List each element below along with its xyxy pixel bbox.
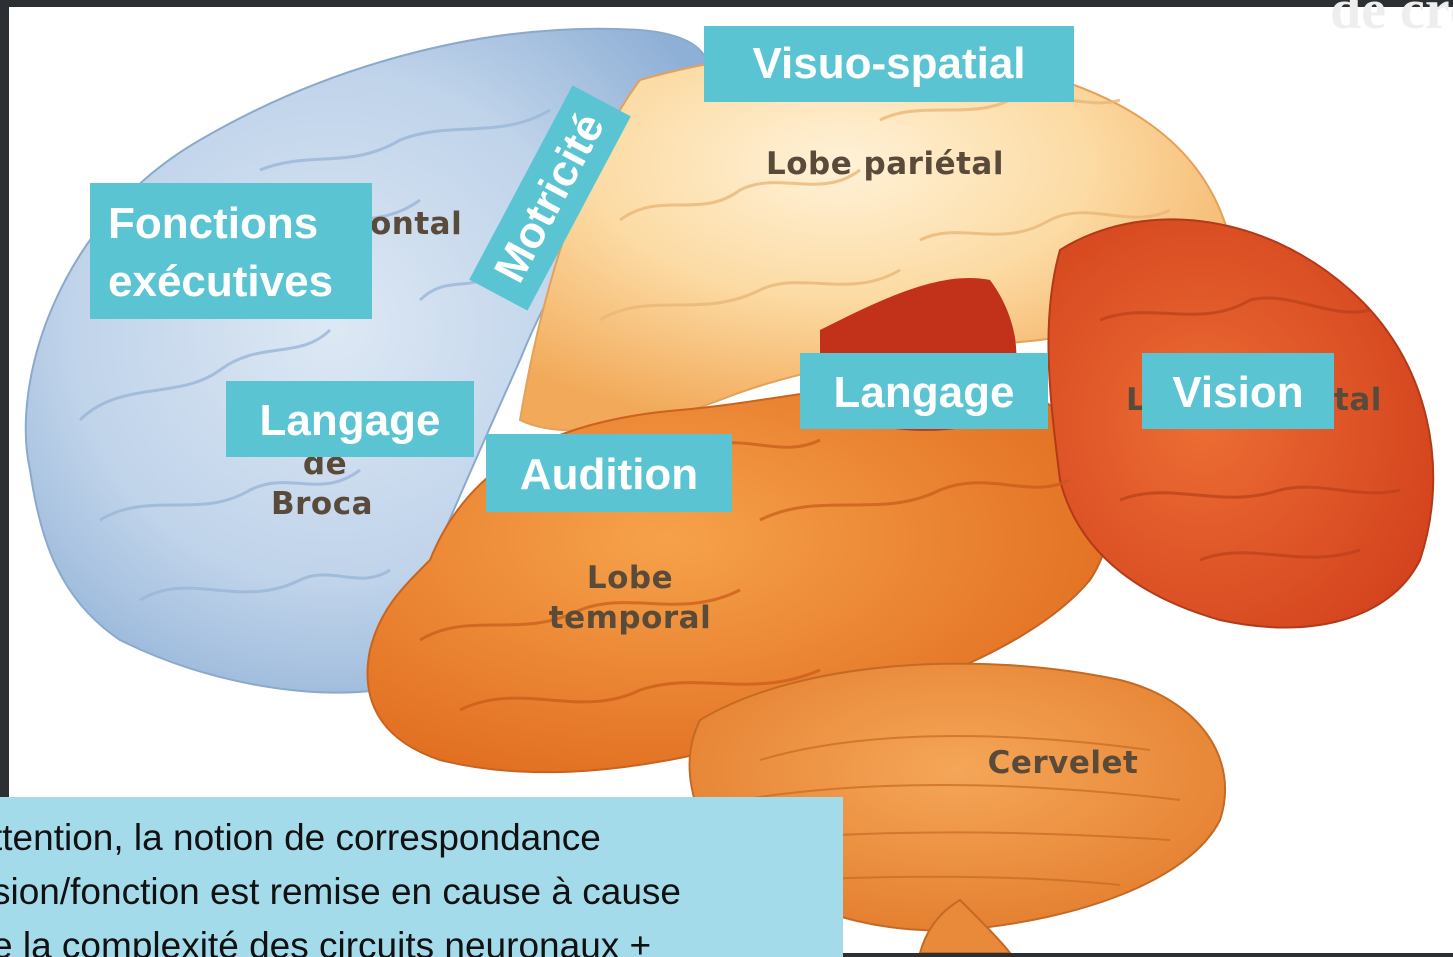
- note-line-2: sion/fonction est remise en cause à caus…: [0, 865, 843, 919]
- frontal-lobe-label: ontal: [370, 206, 462, 242]
- corner-title-fragment: de cré: [1330, 0, 1453, 42]
- executive-functions-box: Fonctions exécutives: [90, 183, 372, 319]
- parietal-lobe-label: Lobe pariétal: [760, 146, 1010, 182]
- langage-wernicke-box: Langage: [800, 353, 1048, 429]
- visuospatial-box: Visuo-spatial: [704, 26, 1074, 102]
- visuospatial-label: Visuo-spatial: [752, 39, 1025, 88]
- vision-label: Vision: [1172, 368, 1303, 417]
- caveat-note-box: ttention, la notion de correspondance si…: [0, 797, 843, 957]
- langage-broca-label: Langage: [260, 396, 441, 445]
- executive-functions-line2: exécutives: [108, 253, 372, 311]
- broca-label: Broca: [262, 486, 382, 522]
- temporal-lobe-label-line1: Lobe: [565, 560, 695, 596]
- langage-wernicke-label: Langage: [834, 368, 1015, 417]
- occipital-lobe-label-end: tal: [1334, 382, 1384, 418]
- vision-box: Vision: [1142, 353, 1334, 429]
- window-top-edge: [0, 0, 1453, 7]
- executive-functions-line1: Fonctions: [108, 195, 372, 253]
- langage-broca-box: Langage: [226, 381, 474, 457]
- cervelet-label: Cervelet: [978, 745, 1148, 781]
- note-line-1: ttention, la notion de correspondance: [0, 811, 843, 865]
- audition-label: Audition: [520, 450, 698, 499]
- temporal-lobe-label-line2: temporal: [540, 600, 720, 636]
- audition-box: Audition: [486, 434, 732, 512]
- note-line-3: e la complexité des circuits neuronaux +: [0, 919, 843, 957]
